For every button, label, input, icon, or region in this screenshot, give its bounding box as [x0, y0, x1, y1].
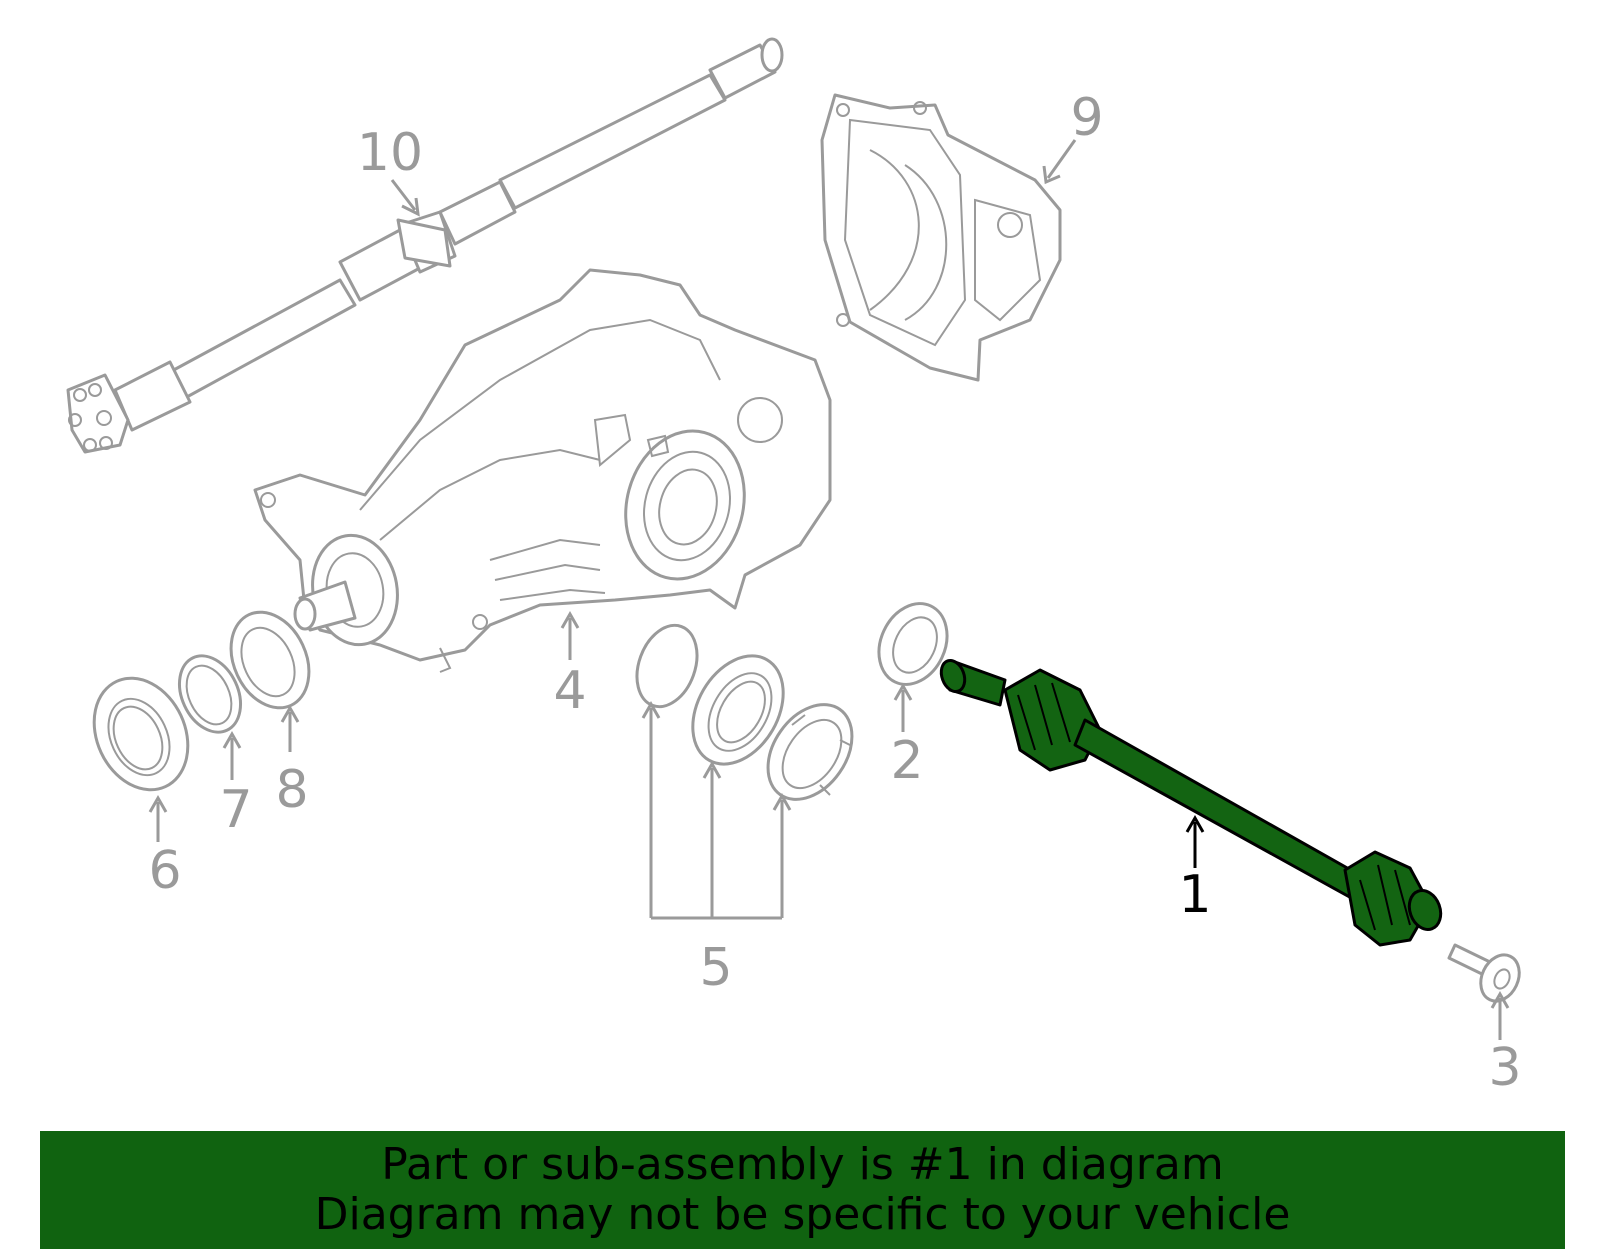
callout-1: 1 — [1178, 865, 1211, 925]
axle-shaft-part-1[interactable] — [937, 657, 1446, 947]
callout-9: 9 — [1070, 88, 1103, 148]
callout-2: 2 — [890, 731, 923, 791]
bearing-part-5[interactable] — [751, 689, 870, 815]
bolt-part-3[interactable] — [1447, 943, 1526, 1007]
seal-part-8[interactable] — [216, 599, 324, 720]
banner-line-disclaimer: Diagram may not be specific to your vehi… — [314, 1189, 1291, 1240]
callout-6: 6 — [148, 841, 181, 901]
bearing-seal-part-5[interactable] — [674, 640, 801, 780]
callout-5: 5 — [699, 938, 732, 998]
callout-10: 10 — [357, 123, 423, 183]
info-banner: Part or sub-assembly is #1 in diagram Di… — [40, 1131, 1565, 1249]
callout-3: 3 — [1488, 1038, 1521, 1098]
differential-housing-part-4[interactable] — [253, 268, 832, 673]
seal-part-6[interactable] — [77, 663, 206, 805]
leader-lines — [148, 139, 1510, 1040]
callout-7: 7 — [219, 780, 252, 840]
o-ring-part-5[interactable] — [626, 617, 707, 715]
callout-4: 4 — [553, 661, 586, 721]
callout-8: 8 — [275, 760, 308, 820]
seal-part-2[interactable] — [866, 592, 960, 695]
ring-part-7[interactable] — [168, 646, 253, 742]
banner-line-part-number: Part or sub-assembly is #1 in diagram — [381, 1139, 1224, 1190]
differential-cover-part-9[interactable] — [820, 93, 1062, 382]
drive-shaft-part-10[interactable] — [66, 37, 784, 454]
